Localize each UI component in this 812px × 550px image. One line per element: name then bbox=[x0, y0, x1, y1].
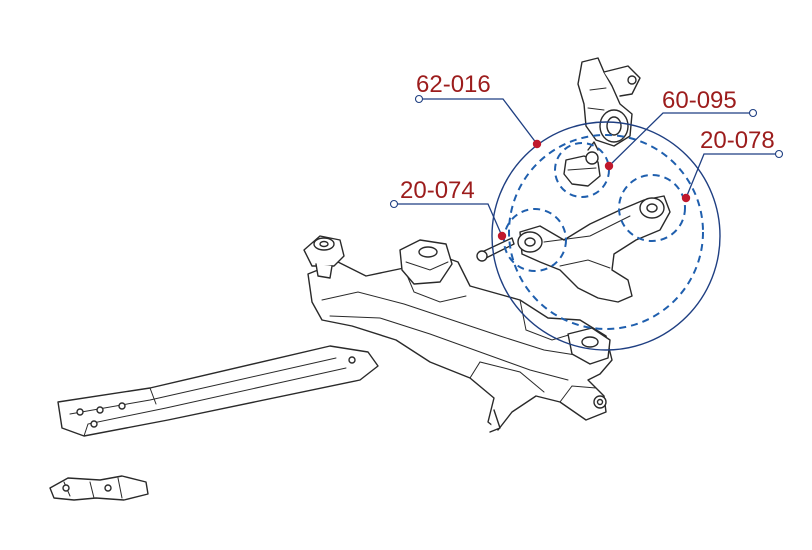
leader-line bbox=[685, 153, 776, 199]
control-arm-dashed-ring bbox=[508, 134, 704, 330]
lower-control-arm-drawing bbox=[476, 195, 671, 303]
ball-joint-drawing bbox=[563, 141, 601, 187]
leader-line bbox=[608, 112, 750, 167]
rear-bushing-dashed-ring bbox=[618, 174, 686, 242]
part-number-label: 62-016 bbox=[416, 71, 491, 98]
leader-line bbox=[397, 203, 503, 237]
leader-line bbox=[422, 98, 538, 145]
callout-20-078[interactable]: 20-078 bbox=[681, 127, 784, 203]
leader-end-circle bbox=[774, 149, 784, 159]
leader-marker-dot bbox=[497, 231, 507, 241]
callout-60-095[interactable]: 60-095 bbox=[604, 87, 758, 171]
callout-62-016[interactable]: 62-016 bbox=[414, 71, 542, 149]
leader-end-circle bbox=[414, 94, 424, 104]
part-number-label: 20-078 bbox=[700, 127, 775, 154]
callout-20-074[interactable]: 20-074 bbox=[389, 177, 507, 241]
front-bushing-dashed-ring bbox=[503, 208, 567, 272]
part-number-label: 20-074 bbox=[400, 177, 475, 204]
leader-marker-dot bbox=[532, 139, 542, 149]
leader-marker-dot bbox=[681, 193, 691, 203]
crossmember-drawing bbox=[57, 235, 613, 437]
part-number-label: 60-095 bbox=[662, 87, 737, 114]
leader-end-circle bbox=[748, 108, 758, 118]
assembly-highlight-ring bbox=[491, 121, 721, 351]
steering-knuckle-drawing bbox=[577, 57, 641, 147]
leader-end-circle bbox=[389, 199, 399, 209]
leader-marker-dot bbox=[604, 161, 614, 171]
small-bracket-drawing bbox=[49, 475, 149, 501]
